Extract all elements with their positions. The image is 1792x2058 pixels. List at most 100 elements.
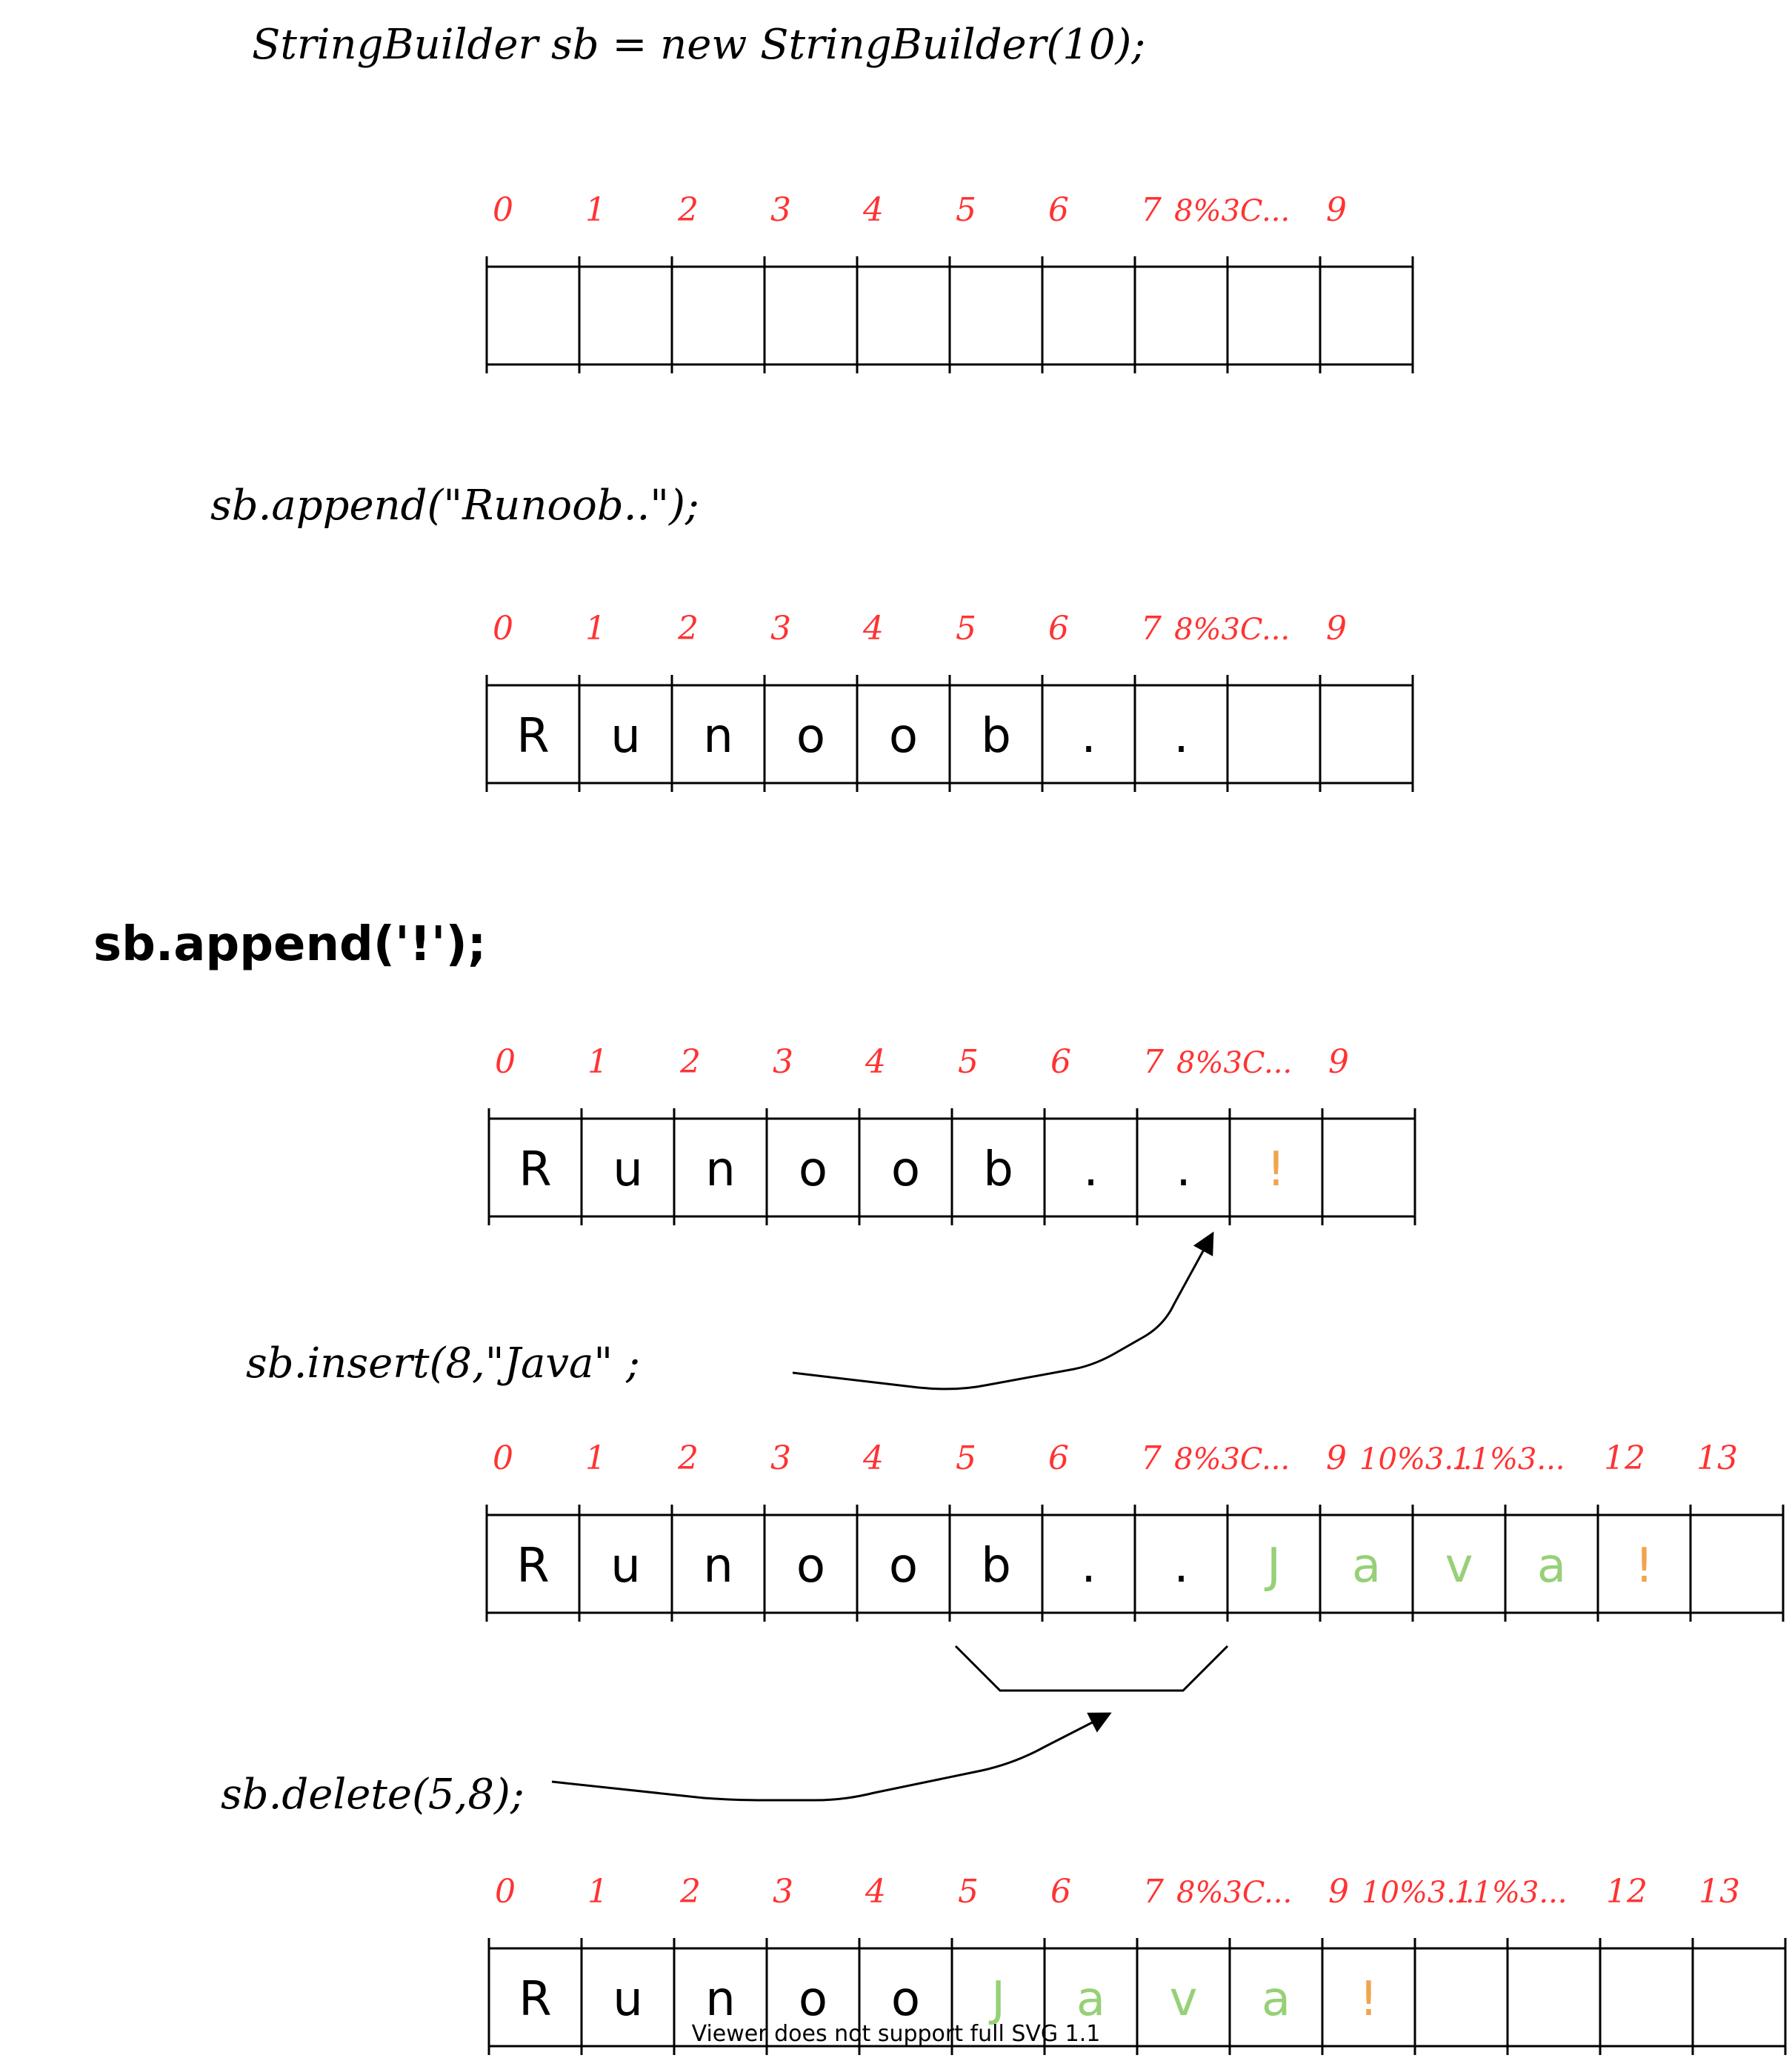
delete-bracket [954,1645,1229,1692]
index-label: 6 [1048,191,1069,229]
index-label: 0 [495,1043,516,1081]
cell-char: b [981,709,1011,764]
index-label: 5 [958,1043,979,1081]
code-line-5: sb.delete(5,8); [221,1771,524,1819]
cell-char: ! [1359,1972,1379,2027]
index-label: 8%3C... [1174,194,1290,228]
cell-char: o [889,1539,918,1594]
cell-char: R [519,1142,551,1197]
index-label: 12 [1604,1439,1645,1477]
index-label: 1 [587,1873,608,1911]
cell-char: a [1262,1972,1290,2027]
cell-char: . [1176,1142,1190,1197]
index-label: 6 [1048,1439,1069,1477]
index-label: 1 [585,1439,606,1477]
index-label: 9 [1326,1439,1347,1477]
cell-char: v [1445,1539,1473,1594]
index-label: 0 [493,610,513,647]
index-label: 5 [958,1873,979,1911]
index-label: 1 [585,610,606,647]
index-label: 4 [862,610,884,647]
cell-char: o [796,709,825,764]
cell-char: v [1170,1972,1198,2027]
index-label: 10%3... [1359,1442,1473,1476]
index-label: 2 [679,1043,701,1081]
index-label: 9 [1328,1873,1349,1911]
index-label: 7 [1143,1043,1164,1081]
index-label: 2 [677,1439,699,1477]
index-label: 13 [1696,1439,1738,1477]
cell-char: R [516,709,549,764]
index-label: 2 [679,1873,701,1911]
index-label: 8%3C... [1176,1046,1292,1080]
insert-arrow [792,1231,1214,1391]
cell-char: n [705,1972,736,2027]
index-label: 11%3... [1454,1876,1568,1910]
cell-char: . [1081,709,1096,764]
cell-char: u [610,709,641,764]
index-label: 4 [862,1439,884,1477]
index-label: 3 [773,1873,793,1911]
cell-char: R [519,1972,551,2027]
cell-char: ! [1267,1142,1286,1197]
cell-char: n [703,1539,733,1594]
cell-char: b [981,1539,1011,1594]
index-label: 11%3... [1452,1442,1565,1476]
cell-char: o [799,1972,827,2027]
index-label: 4 [862,191,884,229]
cell-char: . [1173,709,1188,764]
index-label: 6 [1050,1873,1071,1911]
code-line-3: sb.append('!'); [93,917,487,972]
index-label: 4 [865,1043,886,1081]
index-label: 5 [956,191,976,229]
index-label: 3 [770,1439,791,1477]
cell-char: J [988,1972,1005,2027]
cell-char: u [610,1539,641,1594]
cell-char: R [516,1539,549,1594]
cell-char: . [1083,1142,1098,1197]
cell-char: n [705,1142,736,1197]
cell-char: a [1076,1972,1105,2027]
viewer-warning: Viewer does not support full SVG 1.1 [691,2021,1101,2047]
index-label: 12 [1606,1873,1648,1911]
index-label: 9 [1326,610,1347,647]
index-label: 8%3C... [1174,1442,1290,1476]
code-line-4: sb.insert(8,"Java" ; [246,1339,640,1388]
cell-char: o [891,1142,920,1197]
cell-char: ! [1635,1539,1654,1594]
index-label: 1 [585,191,606,229]
index-label: 7 [1143,1873,1164,1911]
index-label: 7 [1141,191,1162,229]
index-label: 4 [865,1873,886,1911]
cell-char: a [1537,1539,1566,1594]
index-label: 2 [677,191,699,229]
index-label: 0 [493,1439,513,1477]
cell-char: o [889,709,918,764]
cell-char: n [703,709,733,764]
cell-char: . [1081,1539,1096,1594]
cell-char: o [796,1539,825,1594]
cell-char: u [613,1142,643,1197]
delete-arrow [551,1712,1112,1802]
index-label: 6 [1050,1043,1071,1081]
index-label: 6 [1048,610,1069,647]
index-label: 3 [770,191,791,229]
code-line-2: sb.append("Runoob.."); [210,482,699,530]
index-label: 0 [495,1873,516,1911]
cell-char: u [613,1972,643,2027]
index-label: 1 [587,1043,608,1081]
index-label: 3 [770,610,791,647]
index-label: 8%3C... [1174,613,1290,647]
index-label: 5 [956,610,976,647]
index-label: 9 [1328,1043,1349,1081]
index-label: 13 [1699,1873,1740,1911]
code-line-1: StringBuilder sb = new StringBuilder(10)… [252,21,1146,69]
